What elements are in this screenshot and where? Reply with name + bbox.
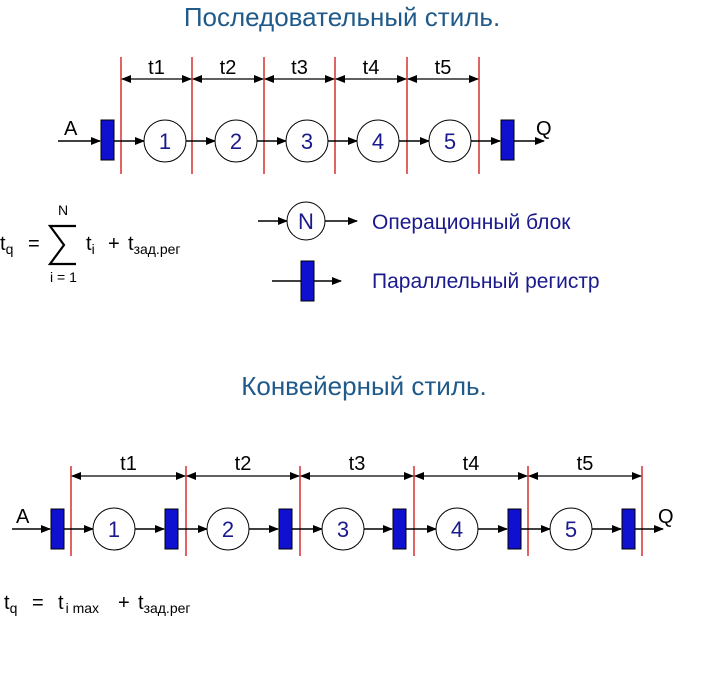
svg-text:tq: tq <box>0 233 13 257</box>
seq-node-label: 2 <box>230 129 242 154</box>
pipe-node-label: 4 <box>451 517 463 542</box>
formula-seq-term-sub: i <box>92 241 95 257</box>
formula-pipe-term-sub: i max <box>66 600 99 616</box>
formula-seq-lower: i = 1 <box>50 269 77 285</box>
sequential-input-label: A <box>64 118 78 140</box>
pipe-register <box>392 508 407 550</box>
seq-node-label: 1 <box>159 129 171 154</box>
pipe-register <box>50 508 65 550</box>
pipe-node-label: 3 <box>337 517 349 542</box>
seq-stage-label: t2 <box>220 57 237 79</box>
seq-register-in <box>100 119 115 161</box>
seq-node-label: 3 <box>301 129 313 154</box>
pipe-stage-label: t4 <box>463 453 480 475</box>
pipe-node-label: 1 <box>108 517 120 542</box>
seq-node-label: 4 <box>372 129 384 154</box>
pipe-register <box>164 508 179 550</box>
pipeline-stage-dimensions: t1 t2 t3 t4 t5 <box>71 453 642 480</box>
pipe-register <box>621 508 636 550</box>
pipe-stage-label: t2 <box>235 453 252 475</box>
formula-pipe-eq: = <box>32 592 44 614</box>
pipe-stage-label: t1 <box>120 453 137 475</box>
sequential-output-label: Q <box>536 118 552 140</box>
formula-seq-delay-sub: зад.рег <box>134 241 181 257</box>
pipeline-output-label: Q <box>658 506 674 528</box>
formula-pipe-delay: t <box>138 592 144 614</box>
sigma-symbol <box>47 224 76 266</box>
pipeline-input-label: A <box>16 506 30 528</box>
seq-stage-label: t4 <box>363 57 380 79</box>
svg-text:ti max: ti max <box>58 592 99 616</box>
formula-seq-term: t <box>86 233 92 255</box>
formula-pipe-lhs-sub: q <box>10 600 18 616</box>
legend-register-block <box>300 260 315 302</box>
pipeline-title: Конвейерный стиль. <box>241 371 487 401</box>
sequential-flow: 1 2 3 4 5 <box>58 119 545 163</box>
legend: N Операционный блок Параллельный регистр <box>258 201 600 302</box>
formula-seq-upper: N <box>58 202 68 218</box>
seq-register-out <box>500 119 515 161</box>
formula-pipe-plus: + <box>118 592 130 614</box>
legend-node-symbol: N <box>298 209 314 234</box>
formula-pipe-delay-sub: зад.рег <box>144 600 191 616</box>
legend-node-label: Операционный блок <box>372 211 571 234</box>
seq-stage-label: t5 <box>435 57 452 79</box>
pipeline-flow: 1 2 3 4 5 <box>12 507 664 551</box>
pipe-node-label: 2 <box>222 517 234 542</box>
formula-seq-plus: + <box>108 233 120 255</box>
legend-register-label: Параллельный регистр <box>372 270 600 293</box>
pipe-stage-label: t3 <box>349 453 366 475</box>
pipe-node-label: 5 <box>565 517 577 542</box>
sequential-title: Последовательный стиль. <box>184 2 500 32</box>
svg-text:tq: tq <box>4 592 17 616</box>
pipe-register <box>278 508 293 550</box>
svg-text:ti: ti <box>86 233 95 257</box>
svg-text:tзад.рег: tзад.рег <box>138 592 191 616</box>
sequential-formula: tq = N i = 1 ti + tзад.рег <box>0 202 181 285</box>
formula-seq-eq: = <box>28 233 40 255</box>
svg-text:tзад.рег: tзад.рег <box>128 233 181 257</box>
seq-stage-label: t3 <box>291 57 308 79</box>
formula-pipe-term: t <box>58 592 64 614</box>
pipeline-stage-boundaries <box>70 466 643 556</box>
formula-seq-delay: t <box>128 233 134 255</box>
pipe-register <box>507 508 522 550</box>
formula-pipe-lhs: t <box>4 592 10 614</box>
pipe-stage-label: t5 <box>577 453 594 475</box>
formula-seq-lhs: t <box>0 233 6 255</box>
seq-node-label: 5 <box>444 129 456 154</box>
formula-seq-lhs-sub: q <box>6 241 14 257</box>
sequential-stage-dimensions: t1 t2 t3 t4 t5 <box>121 57 479 83</box>
seq-stage-label: t1 <box>148 57 165 79</box>
